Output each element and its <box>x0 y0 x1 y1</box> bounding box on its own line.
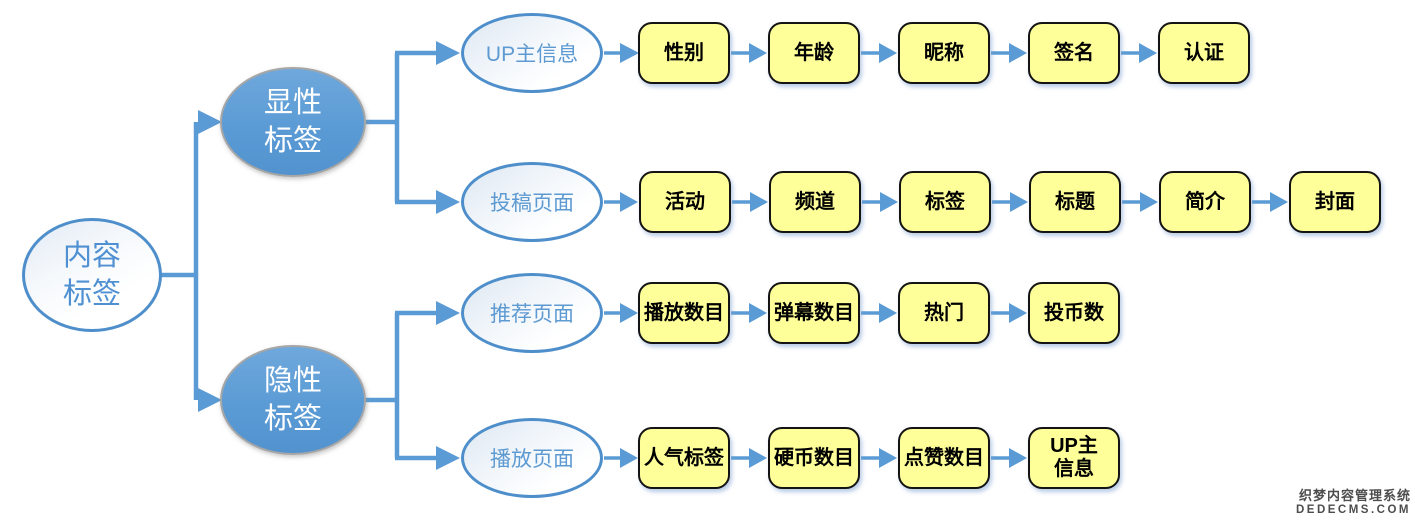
implicit-junction <box>364 301 460 470</box>
watermark-cn-text: 织梦内容管理系统 <box>1298 488 1411 503</box>
row4-arrows <box>604 448 1027 468</box>
node-group-up-info: UP主信息 <box>461 13 603 93</box>
flow-box-coin-count: 投币数 <box>1028 282 1120 344</box>
node-root-label-line2: 标签 <box>62 278 121 310</box>
row1-arrows <box>604 43 1157 63</box>
node-group-play-page: 播放页面 <box>461 418 603 498</box>
flow-box-intro: 简介 <box>1159 171 1251 233</box>
node-group-submit-page: 投稿页面 <box>461 162 603 242</box>
flow-box-hot: 热门 <box>898 282 990 344</box>
flow-box-popularity-tag: 人气标签 <box>638 427 730 489</box>
flow-box-cover: 封面 <box>1289 171 1381 233</box>
node-root-content-tag: 内容 标签 <box>22 218 162 332</box>
flow-box-like-count: 点赞数目 <box>898 427 990 489</box>
node-implicit-label-line2: 标签 <box>263 403 322 435</box>
flow-box-channel: 频道 <box>769 171 861 233</box>
node-explicit-label-line1: 显性 <box>263 86 322 119</box>
flow-box-up-info: UP主 信息 <box>1028 427 1120 489</box>
node-root-label-line1: 内容 <box>62 239 121 272</box>
flow-box-age: 年龄 <box>768 22 860 84</box>
flow-box-signature: 签名 <box>1028 22 1120 84</box>
flow-box-activity: 活动 <box>639 171 731 233</box>
node-group-recommend-page: 推荐页面 <box>461 273 603 353</box>
row2-arrows <box>604 192 1288 212</box>
node-explicit-tags: 显性 标签 <box>220 67 366 177</box>
flow-box-play-count: 播放数目 <box>638 282 730 344</box>
node-explicit-label-line2: 标签 <box>263 125 322 157</box>
flow-box-tag: 标签 <box>899 171 991 233</box>
watermark-domain-text: DEDECMS.COM <box>1295 504 1411 516</box>
watermark: 织梦内容管理系统 DEDECMS.COM <box>1296 485 1411 516</box>
node-implicit-label-line1: 隐性 <box>263 364 322 397</box>
flow-box-title: 标题 <box>1029 171 1121 233</box>
flow-box-coin-number: 硬币数目 <box>768 427 860 489</box>
root-junction <box>160 110 222 412</box>
explicit-junction <box>364 41 460 214</box>
flow-box-danmaku-count: 弹幕数目 <box>768 282 860 344</box>
flow-box-nickname: 昵称 <box>898 22 990 84</box>
flow-box-gender: 性别 <box>638 22 730 84</box>
node-implicit-tags: 隐性 标签 <box>220 345 366 455</box>
row3-arrows <box>604 303 1027 323</box>
flow-box-verified: 认证 <box>1158 22 1250 84</box>
